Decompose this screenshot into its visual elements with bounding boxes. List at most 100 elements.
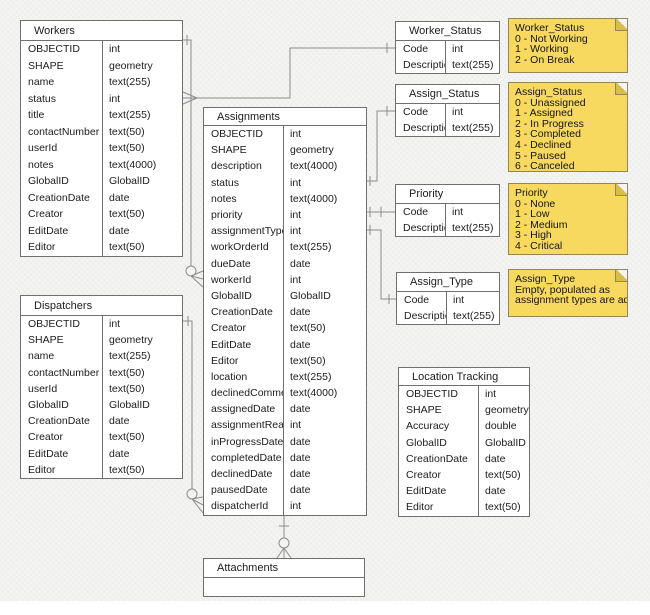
- note-fold-icon: [615, 184, 627, 196]
- field-type: date: [290, 484, 311, 497]
- field-type: text(4000): [290, 192, 338, 205]
- note-fold-icon: [615, 19, 627, 31]
- note-line: assignment types are added: [515, 294, 627, 307]
- connector-workerstatus-to-workers-status[interactable]: [182, 43, 395, 105]
- field-type: geometry: [109, 59, 153, 72]
- note-line: 0 - None: [515, 197, 556, 210]
- field-row: SHAPE geometry: [399, 402, 529, 419]
- connector-assignments-to-attachments[interactable]: [276, 514, 292, 559]
- field-type: int: [109, 318, 121, 331]
- connector-assignments-type-to-assigntype[interactable]: [367, 225, 396, 304]
- entity-fields: CodeintDescription text(255): [396, 104, 499, 136]
- field-type: int: [452, 106, 464, 118]
- field-name: contactNumber: [21, 364, 103, 381]
- field-name: Code: [396, 104, 446, 120]
- entity-title: Worker_Status: [396, 22, 499, 41]
- field-type: double: [485, 420, 517, 433]
- entity-worker-status[interactable]: Worker_StatusCodeintDescriptiontext(255): [395, 21, 500, 74]
- note-line: 0 - Unassigned: [515, 96, 586, 109]
- field-name: EditDate: [21, 222, 103, 239]
- field-name: SHAPE: [204, 142, 284, 159]
- field-name: Description: [396, 120, 446, 136]
- field-type: geometry: [485, 404, 529, 417]
- field-row: Creator text(50): [21, 429, 182, 446]
- canvas-bottom-margin: [0, 601, 650, 615]
- field-name: Creator: [21, 206, 103, 223]
- field-type: text(255): [109, 109, 151, 122]
- field-type: int: [109, 43, 121, 56]
- field-row: declinedCommenttext(4000): [204, 385, 366, 402]
- field-name: assignedDate: [204, 401, 284, 418]
- connector-dispatchers-to-assignments-dispatcherid[interactable]: [183, 316, 204, 514]
- field-type: date: [290, 468, 311, 481]
- note-line: 4 - Declined: [515, 138, 572, 151]
- note-line: Assign_Type: [515, 273, 576, 285]
- field-type: text(50): [109, 142, 145, 155]
- field-type: int: [290, 176, 302, 189]
- connector-assignments-status-to-assignstatus[interactable]: [367, 106, 395, 186]
- note-line: 4 - Critical: [515, 239, 563, 252]
- entity-title: Location Tracking: [399, 368, 529, 386]
- connector-workers-to-assignments-workerid[interactable]: [183, 35, 204, 288]
- field-type: int: [452, 43, 464, 55]
- entity-priority[interactable]: PriorityCodeintDescriptiontext(255): [395, 184, 500, 237]
- entity-attachments[interactable]: Attachments: [203, 558, 365, 597]
- field-type: text(50): [485, 469, 521, 482]
- field-name: dispatcherId: [204, 498, 284, 515]
- entity-title: Assign_Type: [397, 273, 499, 292]
- field-type: int: [290, 225, 302, 238]
- field-row: status int: [204, 174, 366, 191]
- field-type: int: [290, 128, 302, 141]
- field-name: CreationDate: [399, 450, 479, 467]
- note-line: 1 - Assigned: [515, 107, 573, 120]
- field-name: Creator: [21, 429, 103, 446]
- entity-fields: CodeintDescriptiontext(255): [396, 204, 499, 236]
- field-type: text(4000): [290, 160, 338, 173]
- cardinality-many-crowfoot: [182, 91, 198, 99]
- connector-assignments-priority-to-priority[interactable]: [367, 207, 395, 217]
- entity-assign-type[interactable]: Assign_TypeCodeintDescriptiontext(255): [396, 272, 500, 325]
- note-line: Worker_Status: [515, 22, 585, 34]
- field-type: text(255): [290, 370, 332, 383]
- empty-row: [204, 578, 364, 596]
- entity-assign-status[interactable]: Assign_StatusCodeintDescriptiontext(255): [395, 84, 500, 137]
- field-name: completedDate: [204, 449, 284, 466]
- field-name: EditDate: [204, 336, 284, 353]
- cardinality-zero-circle: [186, 488, 198, 500]
- note-line: 2 - On Break: [515, 53, 575, 66]
- field-type: date: [109, 415, 130, 428]
- field-type: text(50): [109, 431, 145, 444]
- field-name: SHAPE: [399, 402, 479, 419]
- field-type: text(255): [452, 122, 494, 134]
- field-name: status: [204, 174, 284, 191]
- field-name: SHAPE: [21, 332, 103, 349]
- entity-title: Dispatchers: [21, 296, 182, 316]
- field-row: Descriptiontext(255): [396, 220, 499, 236]
- field-name: contactNumber: [21, 123, 103, 140]
